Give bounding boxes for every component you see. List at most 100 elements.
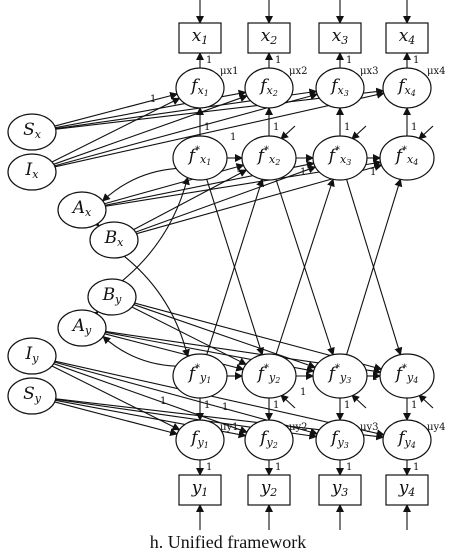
node-label-fx4: fx4 bbox=[396, 76, 416, 99]
intercept-arrow-y2 bbox=[53, 363, 248, 434]
node-y4: y4 bbox=[385, 474, 429, 506]
observed-box-y1 bbox=[178, 474, 222, 506]
node-x3: x3 bbox=[318, 22, 362, 54]
latent-ellipse-fx3 bbox=[315, 67, 365, 109]
change-arrow-by-3 bbox=[133, 304, 317, 369]
node-label-x4: x4 bbox=[399, 26, 416, 48]
node-fsy4: f*y4 bbox=[379, 353, 435, 399]
node-label-fx2: fx2 bbox=[258, 76, 278, 99]
node-label-x3: x3 bbox=[332, 26, 349, 48]
loading-label: 1 bbox=[206, 462, 212, 473]
mean-label-x: μx4 bbox=[427, 66, 446, 77]
mean-label-x: μx3 bbox=[360, 66, 379, 77]
mean-label-x: μx1 bbox=[220, 66, 239, 77]
node-label-fy2: fy2 bbox=[258, 428, 278, 451]
loading-label: 1 bbox=[206, 55, 212, 66]
latent-ellipse-Bx bbox=[89, 221, 139, 259]
node-fsy2: f*y2 bbox=[241, 353, 297, 399]
loading-label: 1 bbox=[273, 122, 279, 133]
latent-ellipse-fsy3 bbox=[312, 353, 368, 399]
node-label-fsx2: f*x2 bbox=[256, 145, 281, 168]
cross-arrow-y1-x2 bbox=[206, 178, 264, 355]
node-label-fsx3: f*x3 bbox=[327, 145, 352, 168]
node-label-fsy2: f*y2 bbox=[256, 363, 281, 386]
node-label-fsx1: f*x1 bbox=[187, 145, 212, 168]
node-label-y1: y1 bbox=[191, 478, 209, 500]
loading-label: 1 bbox=[204, 400, 210, 411]
latent-ellipse-Sy bbox=[7, 377, 57, 415]
node-Ax: Ax bbox=[57, 191, 107, 229]
disturbance-arrow-fsx3 bbox=[351, 125, 367, 140]
node-label-fsx4: f*x4 bbox=[394, 145, 419, 168]
path-coefficient-label: 1 bbox=[150, 94, 156, 105]
unified-framework-diagram: x1 fx1 f*x1 f*y1 fy1 y1 x2 fx2 f*x2 f*y2 fy2 y2 x3 fx… bbox=[7, 0, 446, 530]
latent-ellipse-fx4 bbox=[382, 67, 432, 109]
path-coefficient-label: 1 bbox=[160, 396, 166, 407]
disturbance-arrow-fsy2 bbox=[280, 394, 296, 409]
observed-box-y2 bbox=[247, 474, 291, 506]
loading-label: 1 bbox=[273, 400, 279, 411]
latent-ellipse-fsy1 bbox=[172, 353, 228, 399]
node-fsx3: f*x3 bbox=[312, 135, 368, 181]
node-label-fy1: fy1 bbox=[189, 428, 209, 451]
path-coefficient-label: 1 bbox=[300, 167, 306, 178]
loading-label: 1 bbox=[275, 462, 281, 473]
loading-label: 1 bbox=[346, 55, 352, 66]
node-label-Iy: Iy bbox=[25, 344, 40, 366]
disturbance-arrow-fsy3 bbox=[351, 394, 367, 409]
node-Ix: Ix bbox=[7, 153, 57, 191]
latent-ellipse-fy2 bbox=[244, 419, 294, 461]
latent-ellipse-Ix bbox=[7, 153, 57, 191]
observed-box-x3 bbox=[318, 22, 362, 54]
latent-ellipse-fsx4 bbox=[379, 135, 435, 181]
node-label-Ix: Ix bbox=[25, 160, 40, 182]
disturbance-arrow-fsy4 bbox=[418, 394, 434, 409]
node-fsy3: f*y3 bbox=[312, 353, 368, 399]
node-label-Sx: Sx bbox=[23, 120, 42, 142]
node-fx1: fx1 bbox=[175, 67, 225, 109]
node-y2: y2 bbox=[247, 474, 291, 506]
latent-ellipse-fsx1 bbox=[172, 135, 228, 181]
cross-arrow-y2-x3 bbox=[275, 178, 335, 355]
disturbance-arrow-fsx2 bbox=[280, 125, 296, 140]
node-fx2: fx2 bbox=[244, 67, 294, 109]
mean-label-y: μy3 bbox=[360, 422, 379, 433]
observed-box-y3 bbox=[318, 474, 362, 506]
node-fsx4: f*x4 bbox=[379, 135, 435, 181]
node-fy1: fy1 bbox=[175, 419, 225, 461]
node-fsy1: f*y1 bbox=[172, 353, 228, 399]
link-bx-fsy1 bbox=[123, 255, 190, 358]
mean-label-y: μy4 bbox=[427, 422, 446, 433]
node-fy3: fy3 bbox=[315, 419, 365, 461]
intercept-arrow-x2 bbox=[53, 94, 248, 165]
loading-label: 1 bbox=[413, 462, 419, 473]
path-coefficient-label: 1 bbox=[300, 387, 306, 398]
node-fx3: fx3 bbox=[315, 67, 365, 109]
loading-label: 1 bbox=[411, 122, 417, 133]
loading-label: 1 bbox=[344, 400, 350, 411]
node-label-Sy: Sy bbox=[23, 384, 42, 406]
node-Sx: Sx bbox=[7, 113, 57, 151]
latent-ellipse-fsx2 bbox=[241, 135, 297, 181]
mean-label-x: μx2 bbox=[289, 66, 308, 77]
observed-box-y4 bbox=[385, 474, 429, 506]
node-fsx2: f*x2 bbox=[241, 135, 297, 181]
latent-ellipse-fsy4 bbox=[379, 353, 435, 399]
node-label-Bx: Bx bbox=[104, 228, 125, 250]
loading-label: 1 bbox=[204, 122, 210, 133]
node-y1: y1 bbox=[178, 474, 222, 506]
node-label-y3: y3 bbox=[331, 478, 349, 500]
node-Iy: Iy bbox=[7, 337, 57, 375]
node-x4: x4 bbox=[385, 22, 429, 54]
node-label-x1: x1 bbox=[192, 26, 209, 48]
node-label-fy3: fy3 bbox=[329, 428, 349, 451]
node-label-y4: y4 bbox=[398, 478, 416, 500]
node-label-x2: x2 bbox=[261, 26, 278, 48]
cross-arrow-y3-x4 bbox=[346, 178, 403, 355]
latent-ellipse-fy1 bbox=[175, 419, 225, 461]
node-label-y2: y2 bbox=[260, 478, 278, 500]
observed-box-x1 bbox=[178, 22, 222, 54]
change-arrow-bx-2 bbox=[133, 169, 248, 231]
latent-ellipse-fx1 bbox=[175, 67, 225, 109]
node-fy2: fy2 bbox=[244, 419, 294, 461]
